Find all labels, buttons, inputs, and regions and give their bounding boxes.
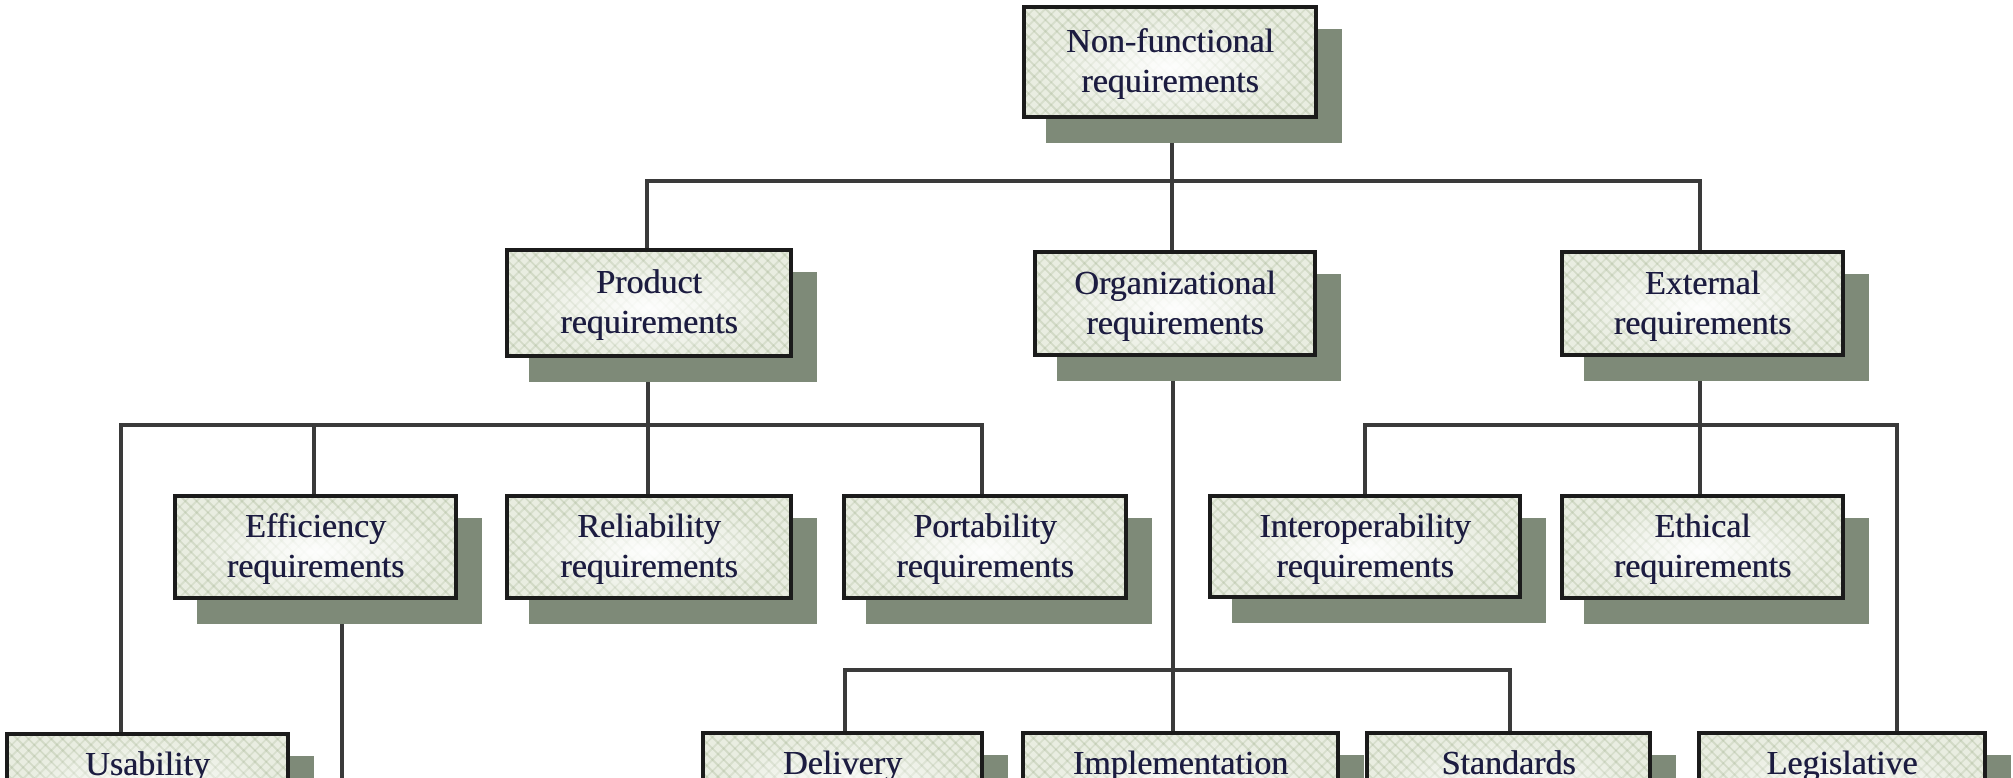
connector-line bbox=[843, 668, 1512, 672]
node-label: requirements bbox=[226, 548, 405, 585]
connector-line bbox=[1895, 423, 1899, 733]
node-interoperability-requirements: Interoperability requirements bbox=[1208, 494, 1522, 599]
node-ethical-requirements: Ethical requirements bbox=[1560, 494, 1845, 600]
node-label: Implementation bbox=[1072, 745, 1289, 778]
node-label: requirements bbox=[1081, 63, 1259, 100]
node-label: requirements bbox=[560, 548, 738, 585]
connector-line bbox=[980, 423, 984, 496]
node-label: Usability bbox=[85, 746, 210, 778]
node-reliability-requirements: Reliability requirements bbox=[505, 494, 793, 600]
node-label: requirements bbox=[896, 548, 1074, 585]
node-label: Organizational bbox=[1074, 264, 1276, 302]
node-efficiency-requirements: Efficiency requirements bbox=[173, 494, 458, 600]
connector-line bbox=[119, 423, 984, 427]
node-label: Portability bbox=[913, 508, 1057, 545]
connector-line bbox=[1170, 179, 1174, 252]
connector-line bbox=[340, 600, 344, 778]
node-standards-requirements: Standards bbox=[1365, 731, 1652, 778]
node-label: Product bbox=[596, 264, 702, 301]
node-label: Interoperability bbox=[1259, 507, 1471, 545]
node-label: requirements bbox=[1276, 547, 1454, 585]
connector-line bbox=[646, 358, 650, 496]
connector-line bbox=[119, 423, 123, 734]
node-implementation-requirements: Implementation bbox=[1021, 731, 1340, 778]
node-usability-requirements: Usability bbox=[5, 732, 290, 778]
node-product-requirements: Product requirements bbox=[505, 248, 793, 358]
connector-line bbox=[1363, 423, 1899, 427]
node-label: Efficiency bbox=[245, 508, 386, 545]
connector-line bbox=[1171, 357, 1175, 733]
node-label: Delivery bbox=[783, 745, 902, 778]
node-label: Reliability bbox=[577, 508, 721, 545]
node-portability-requirements: Portability requirements bbox=[842, 494, 1128, 600]
node-label: Standards bbox=[1441, 745, 1576, 778]
connector-line bbox=[1170, 119, 1174, 183]
node-label: Non-functional bbox=[1066, 23, 1274, 60]
node-label: Ethical bbox=[1654, 508, 1751, 545]
node-label: requirements bbox=[560, 304, 738, 341]
connector-line bbox=[645, 179, 649, 250]
node-label: requirements bbox=[1613, 304, 1792, 342]
node-label: External bbox=[1644, 264, 1761, 302]
connector-line bbox=[312, 423, 316, 496]
connector-line bbox=[1363, 423, 1367, 496]
connector-line bbox=[1698, 179, 1702, 252]
node-non-functional-requirements: Non-functional requirements bbox=[1022, 5, 1318, 119]
connector-line bbox=[843, 668, 847, 733]
node-organizational-requirements: Organizational requirements bbox=[1033, 250, 1317, 357]
connector-line bbox=[1508, 668, 1512, 733]
node-external-requirements: External requirements bbox=[1560, 250, 1845, 357]
node-label: Legislative bbox=[1766, 745, 1918, 778]
node-legislative-requirements: Legislative bbox=[1697, 731, 1987, 778]
node-delivery-requirements: Delivery bbox=[701, 731, 984, 778]
node-label: requirements bbox=[1613, 548, 1792, 585]
node-label: requirements bbox=[1086, 304, 1264, 342]
